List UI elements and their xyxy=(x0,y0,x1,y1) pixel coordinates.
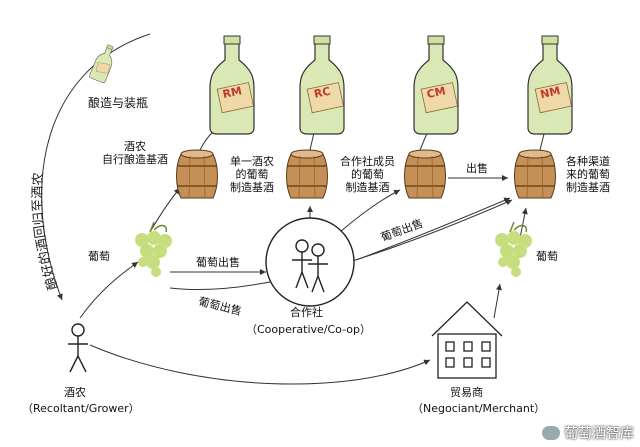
arrow-grower-to-negociant xyxy=(89,344,431,385)
sell-label-top: 出售 xyxy=(466,162,488,175)
negociant-label: 贸易商 xyxy=(450,386,483,399)
negociant-house-icon xyxy=(431,301,503,379)
grape-icon-right xyxy=(494,221,533,278)
single-grower-label: 单一酒农 的葡萄 制造基酒 xyxy=(230,155,274,194)
grape-icon-left xyxy=(134,221,173,278)
cooperative-label: 合作社 xyxy=(290,306,323,319)
arrow-grower-to-grape xyxy=(79,261,139,319)
wechat-icon xyxy=(542,426,560,440)
barrel-merchant xyxy=(513,149,557,199)
rm-bottle: RM xyxy=(209,35,255,135)
cooperative-icon xyxy=(265,217,355,307)
curved-return-label: 酿好的酒回归至酒农 xyxy=(31,172,62,292)
grower-en-label: （Recoltant/Grower） xyxy=(22,402,140,415)
bottle-code: CM xyxy=(426,84,447,101)
sell-grapes-label-1: 葡萄出售 xyxy=(196,256,240,269)
watermark-text: 葡萄酒智库 xyxy=(564,426,634,442)
bottle-code: NM xyxy=(539,84,561,101)
bottle-code: RM xyxy=(221,84,243,101)
returned-bottle-icon xyxy=(88,42,119,84)
barrel-single-grower xyxy=(285,149,329,199)
grapes-right-label: 葡萄 xyxy=(536,250,558,263)
watermark: 葡萄酒智库 xyxy=(542,423,634,443)
nm-bottle: NM xyxy=(527,35,573,135)
arrow-negociant-to-grape xyxy=(493,283,502,319)
arrow-grape-to-barrel1 xyxy=(149,187,181,233)
rc-bottle: RC xyxy=(299,35,345,135)
arrow-arc-to-grower xyxy=(41,33,151,301)
grower-icon xyxy=(68,323,88,373)
arrow-grape-right-to-barrel4 xyxy=(519,207,528,239)
flow-arrows xyxy=(41,33,548,385)
barrel-grower xyxy=(175,149,219,199)
grower-wine-label: 酒农 自行酿造基酒 xyxy=(102,140,168,166)
grapes-left-label: 葡萄 xyxy=(88,250,110,263)
coop-member-label: 合作社成员 的葡萄 制造基酒 xyxy=(340,155,395,194)
cm-bottle: CM xyxy=(413,35,459,135)
arrow-coop-to-barrel4 xyxy=(355,197,511,261)
arrow-coop-to-barrel3 xyxy=(339,189,401,233)
merchant-sources-label: 各种渠道 来的葡萄 制造基酒 xyxy=(566,155,610,194)
bottle-code: RC xyxy=(313,85,332,101)
cooperative-en-label: （Cooperative/Co-op） xyxy=(246,323,372,336)
brewing-title: 酿造与装瓶 xyxy=(88,96,149,110)
barrel-coop-members xyxy=(403,149,447,199)
negociant-en-label: （Negociant/Merchant） xyxy=(412,402,546,415)
grower-label: 酒农 xyxy=(64,386,86,399)
